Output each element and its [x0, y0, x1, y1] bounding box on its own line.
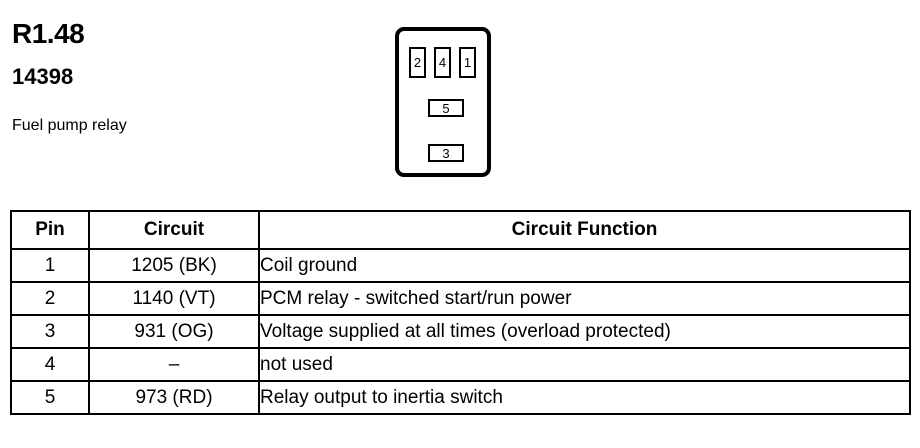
- cell-function: Coil ground: [258, 248, 911, 283]
- pin-circuit-table: Pin Circuit Circuit Function 1 1205 (BK)…: [10, 210, 911, 415]
- part-number: 14398: [12, 64, 74, 89]
- connector-pin-1: 1: [459, 47, 476, 78]
- component-description: Fuel pump relay: [12, 117, 127, 134]
- cell-pin: 2: [10, 281, 90, 316]
- table-row: 4 – not used: [10, 347, 911, 382]
- cell-circuit: 973 (RD): [88, 380, 260, 415]
- cell-circuit: 1205 (BK): [88, 248, 260, 283]
- header-pin: Pin: [10, 210, 90, 250]
- connector-pin-2: 2: [409, 47, 426, 78]
- connector-pin-3: 3: [428, 144, 464, 162]
- table-row: 5 973 (RD) Relay output to inertia switc…: [10, 380, 911, 415]
- connector-face-diagram: 2 4 1 5 3: [395, 27, 491, 177]
- table-header-row: Pin Circuit Circuit Function: [10, 210, 911, 250]
- cell-function: PCM relay - switched start/run power: [258, 281, 911, 316]
- cell-function: not used: [258, 347, 911, 382]
- cell-pin: 3: [10, 314, 90, 349]
- cell-pin: 5: [10, 380, 90, 415]
- cell-circuit: 931 (OG): [88, 314, 260, 349]
- cell-circuit: 1140 (VT): [88, 281, 260, 316]
- connector-pin-5: 5: [428, 99, 464, 117]
- cell-function: Voltage supplied at all times (overload …: [258, 314, 911, 349]
- table-row: 3 931 (OG) Voltage supplied at all times…: [10, 314, 911, 349]
- cell-function: Relay output to inertia switch: [258, 380, 911, 415]
- connector-pin-4: 4: [434, 47, 451, 78]
- cell-pin: 1: [10, 248, 90, 283]
- header-circuit-function: Circuit Function: [258, 210, 911, 250]
- cell-pin: 4: [10, 347, 90, 382]
- table-row: 2 1140 (VT) PCM relay - switched start/r…: [10, 281, 911, 316]
- relay-id: R1.48: [12, 18, 85, 49]
- header-circuit: Circuit: [88, 210, 260, 250]
- cell-circuit: –: [88, 347, 260, 382]
- table-row: 1 1205 (BK) Coil ground: [10, 248, 911, 283]
